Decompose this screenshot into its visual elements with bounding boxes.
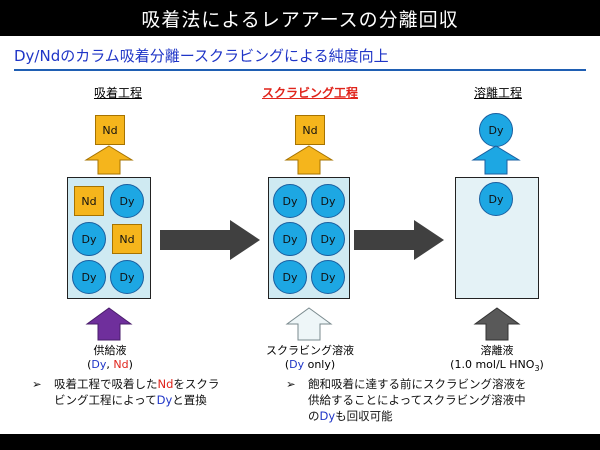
bullet-left-line1: 吸着工程で吸着したNdをスクラ xyxy=(54,376,219,392)
stage-label-elution: 溶離工程 xyxy=(473,86,522,100)
subtitle-underline xyxy=(14,69,586,71)
dy-label: Dy xyxy=(81,232,97,246)
up-arrow-purple-feed-icon xyxy=(85,307,133,341)
feed-close: ) xyxy=(128,358,133,371)
slide-title: 吸着法によるレアアースの分離回収 xyxy=(141,8,459,31)
dy-circle: Dy xyxy=(311,184,345,218)
bl2-pre: ビング工程によって xyxy=(54,393,157,407)
dy-label: Dy xyxy=(320,270,336,284)
nd-label: Nd xyxy=(119,232,135,246)
dy-circle: Dy xyxy=(273,184,307,218)
slide-body: Dy/Ndのカラム吸着分離ースクラビングによる純度向上 吸着工程 スクラビング工… xyxy=(0,36,600,434)
bl1-pre: 吸着工程で吸着した xyxy=(54,377,158,391)
slide-title-bar: 吸着法によるレアアースの分離回収 xyxy=(0,0,600,36)
br-line1: 飽和吸着に達する前にスクラビング溶液を xyxy=(308,377,527,391)
scrub-rest: only) xyxy=(304,358,336,371)
bullet-left-mark-icon: ➢ xyxy=(32,377,42,391)
dy-circle: Dy xyxy=(72,260,106,294)
column-dy-circle: Dy xyxy=(479,182,513,216)
dy-circle: Dy xyxy=(110,260,144,294)
feed-label-elution: 溶離液 xyxy=(480,344,514,357)
column-elution: Dy xyxy=(455,177,539,299)
dy-circle: Dy xyxy=(311,222,345,256)
top-dy-circle-elution: Dy xyxy=(479,113,513,147)
bullet-left: ➢ 吸着工程で吸着したNdをスクラ ビング工程によってDyと置換 xyxy=(32,376,262,410)
dy-label: Dy xyxy=(282,270,298,284)
up-arrow-light-scrub-icon xyxy=(285,307,333,341)
right-arrow-1-icon xyxy=(160,220,260,260)
nd-square: Nd xyxy=(74,186,104,216)
up-arrow-blue-elution-icon xyxy=(471,145,521,175)
dy-label: Dy xyxy=(320,232,336,246)
eluent-sub: 3 xyxy=(534,364,540,374)
top-nd-label: Nd xyxy=(102,123,118,137)
top-nd-square-scrubbing: Nd xyxy=(295,115,325,145)
feed-nd: Nd xyxy=(113,358,129,371)
dy-label: Dy xyxy=(119,270,135,284)
top-nd-label-scrub: Nd xyxy=(302,123,318,137)
dy-circle: Dy xyxy=(110,184,144,218)
up-arrow-orange-scrubbing-icon xyxy=(284,145,334,175)
eluent-pre: (1.0 mol/L HNO xyxy=(450,358,535,371)
bl1-post: をスクラ xyxy=(173,377,220,391)
up-arrow-gray-eluent-icon xyxy=(473,307,521,341)
slide-bottom-bar xyxy=(0,434,600,450)
bl2-dy: Dy xyxy=(156,393,173,407)
stage-label-adsorption: 吸着工程 xyxy=(93,86,142,100)
bullet-left-line2: ビング工程によってDyと置換 xyxy=(54,392,219,408)
dy-label: Dy xyxy=(282,232,298,246)
br-line3: のDyも回収可能 xyxy=(308,408,527,424)
feed-composition-elution: (1.0 mol/L HNO3) xyxy=(427,358,567,376)
feed-open: ( xyxy=(87,358,92,371)
top-dy-label: Dy xyxy=(488,123,504,137)
right-arrow-2-icon xyxy=(354,220,444,260)
bullet-right: ➢ 飽和吸着に達する前にスクラビング溶液を 供給することによってスクラビング溶液… xyxy=(286,376,586,426)
bl1-nd: Nd xyxy=(157,377,174,391)
nd-label: Nd xyxy=(81,194,97,208)
bullet-left-text: 吸着工程で吸着したNdをスクラ ビング工程によってDyと置換 xyxy=(54,376,219,408)
feed-label-adsorption: 供給液 xyxy=(93,344,127,357)
column-dy-label: Dy xyxy=(488,192,504,206)
scrub-dy: Dy xyxy=(289,358,305,371)
dy-label: Dy xyxy=(282,194,298,208)
feed-dy: Dy xyxy=(91,358,107,371)
dy-circle: Dy xyxy=(311,260,345,294)
dy-circle: Dy xyxy=(273,222,307,256)
br3-dy: Dy xyxy=(319,409,336,423)
nd-square: Nd xyxy=(112,224,142,254)
feed-sep: , xyxy=(106,358,114,371)
feed-label-scrubbing: スクラビング溶液 xyxy=(266,344,354,357)
dy-label: Dy xyxy=(119,194,135,208)
stage-label-scrubbing: スクラビング工程 xyxy=(261,86,358,100)
dy-circle: Dy xyxy=(72,222,106,256)
br3-post: も回収可能 xyxy=(335,409,393,423)
br3-pre: の xyxy=(308,409,320,423)
br-line2: 供給することによってスクラビング溶液中 xyxy=(308,393,526,407)
bullet-right-mark-icon: ➢ xyxy=(286,377,296,391)
slide-subtitle: Dy/Ndのカラム吸着分離ースクラビングによる純度向上 xyxy=(14,47,389,65)
dy-label: Dy xyxy=(81,270,97,284)
feed-composition-adsorption: (Dy, Nd) xyxy=(70,358,150,372)
feed-composition-scrubbing: (Dy only) xyxy=(250,358,370,372)
top-nd-square-adsorption: Nd xyxy=(95,115,125,145)
dy-circle: Dy xyxy=(273,260,307,294)
eluent-post: ) xyxy=(539,358,544,371)
up-arrow-orange-adsorption-icon xyxy=(84,145,134,175)
bl2-post: と置換 xyxy=(172,393,207,407)
dy-label: Dy xyxy=(320,194,336,208)
scrub-open: ( xyxy=(284,358,290,371)
bullet-right-text: 飽和吸着に達する前にスクラビング溶液を 供給することによってスクラビング溶液中 … xyxy=(308,376,527,424)
